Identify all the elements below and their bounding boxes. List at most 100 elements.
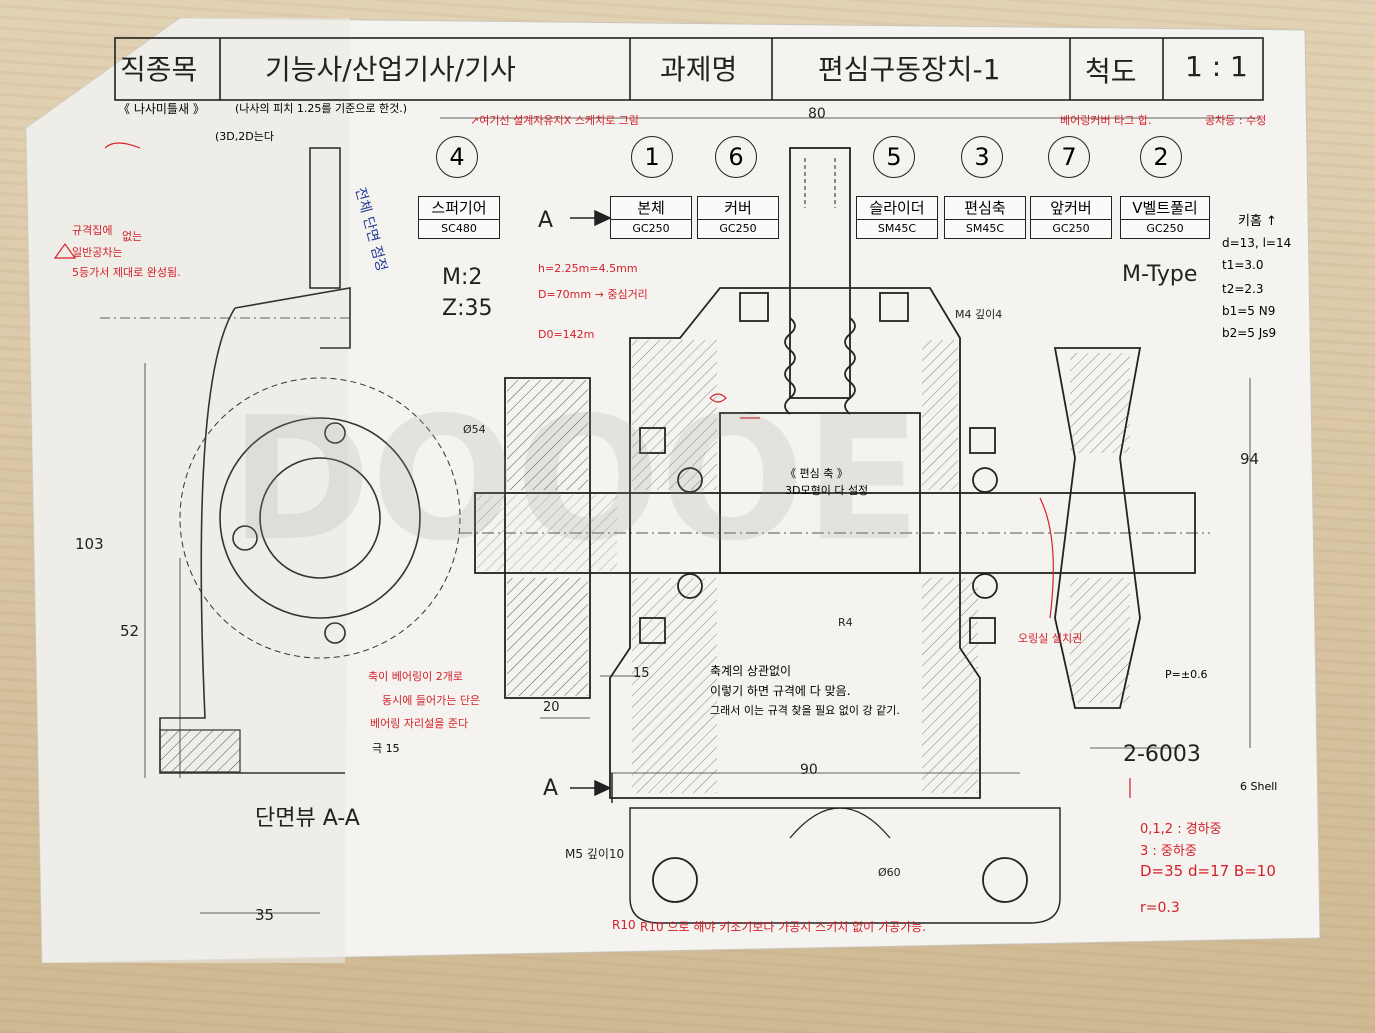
note-bottom-left-4: 극 15 xyxy=(372,742,400,755)
note-center-2: 3D모형이 다 설정 xyxy=(785,484,869,497)
part-name-4: 스퍼기어 xyxy=(418,196,500,220)
part-name-7: 앞커버 xyxy=(1030,196,1112,220)
note-6shell: 6 Shell xyxy=(1240,780,1278,793)
note-bearing-2: 3 : 중하중 xyxy=(1140,844,1197,859)
part-balloon-4: 4 xyxy=(436,136,478,178)
part-balloon-7: 7 xyxy=(1048,136,1090,178)
title-field-value: 기능사/산업기사/기사 xyxy=(265,53,516,86)
note-bottom-left-2: 동시에 들어가는 단은 xyxy=(382,694,481,707)
note-gear-3: D0=142m xyxy=(538,328,595,341)
section-view-label: 단면뷰 A-A xyxy=(255,806,360,831)
note-bottom-left-3: 베어링 자리설을 준다 xyxy=(370,717,469,730)
note-right-key-5: b1=5 N9 xyxy=(1222,304,1276,318)
note-nut-rule: (나사의 피치 1.25를 기준으로 한것.) xyxy=(235,102,407,115)
part-balloon-2: 2 xyxy=(1140,136,1182,178)
red-markup-lines xyxy=(53,142,1131,798)
dim-r-4: R4 xyxy=(838,616,853,629)
part-mat-7: GC250 xyxy=(1030,220,1112,239)
pulley-type: M-Type xyxy=(1122,262,1198,287)
note-o-ring: 오링실 설치권 xyxy=(1018,632,1083,645)
note-right-key-6: b2=5 Js9 xyxy=(1222,326,1277,340)
body-hatch-right xyxy=(922,340,958,490)
drawing-sheet: DOOOE xyxy=(25,18,1321,964)
note-nut: 《 나사미틀새 》 xyxy=(118,102,205,116)
dim-d-54: Ø54 xyxy=(463,423,486,436)
part-mat-1: GC250 xyxy=(610,220,692,239)
title-block-frame xyxy=(114,37,1264,101)
dimension-lines xyxy=(144,117,1260,914)
note-right-red: 공차등 : 수정 xyxy=(1205,114,1267,127)
note-center-3: 축계의 상관없이 xyxy=(710,664,792,678)
note-bearing-4: r=0.3 xyxy=(1140,900,1180,916)
note-3d: (3D,2D는다 xyxy=(215,130,274,143)
main-section-view xyxy=(460,147,1210,924)
dim-w-20: 20 xyxy=(543,700,560,715)
bearing-label: 2-6003 xyxy=(1123,742,1201,767)
part-name-3: 편심축 xyxy=(944,196,1026,220)
body-hatch-left xyxy=(632,340,717,490)
part-balloon-3: 3 xyxy=(961,136,1003,178)
project-label: 과제명 xyxy=(660,53,738,86)
note-bearing-1: 0,1,2 : 경하중 xyxy=(1140,822,1222,837)
dim-w-15: 15 xyxy=(633,666,650,681)
dim-m5: M5 깊이10 xyxy=(565,847,625,861)
dim-width-35: 35 xyxy=(255,906,275,924)
note-left-3: 일반공차는 xyxy=(72,246,123,259)
body-hatch-bottom-right xyxy=(922,578,978,793)
section-mark-a-top: A xyxy=(538,208,554,233)
note-right-key-4: t2=2.3 xyxy=(1222,282,1264,296)
side-view-drawing xyxy=(100,147,461,774)
gear-hatch-top xyxy=(507,380,588,490)
scale-value: 1 : 1 xyxy=(1185,50,1248,83)
note-center-1: 《 편심 축 》 xyxy=(785,467,848,480)
part-balloon-1: 1 xyxy=(631,136,673,178)
part-balloon-5: 5 xyxy=(873,136,915,178)
note-bearing-3: D=35 d=17 B=10 xyxy=(1140,862,1276,880)
section-mark-a-bottom: A xyxy=(543,776,559,801)
part-mat-6: GC250 xyxy=(697,220,779,239)
title-field-label: 직종목 xyxy=(120,53,198,86)
gear-teeth: Z:35 xyxy=(442,296,493,321)
note-left-1: 규격집에 xyxy=(72,224,113,237)
side-view-base-hatch xyxy=(159,729,241,773)
part-balloon-6: 6 xyxy=(715,136,757,178)
scale-label: 척도 xyxy=(1085,55,1137,88)
paper-under-sheet xyxy=(26,18,350,963)
shaft-hatch xyxy=(477,495,617,571)
note-p-val: P=±0.6 xyxy=(1165,668,1208,681)
note-right-key-2: d=13, l=14 xyxy=(1222,236,1292,250)
body-hatch-bottom-left xyxy=(632,578,717,793)
note-bottom-left-1: 축이 베어링이 2개로 xyxy=(368,670,463,683)
note-center-5: 그래서 이는 규격 찾을 필요 없이 강 같기. xyxy=(710,704,900,717)
watermark: DOOOE xyxy=(230,381,921,579)
gear-module: M:2 xyxy=(442,265,483,290)
project-value: 편심구동장치-1 xyxy=(818,53,1001,86)
part-mat-5: SM45C xyxy=(856,220,938,239)
note-bottom-red: R10 으로 해야 키조기보다 가공시 스키치 없이 가공가능. xyxy=(640,920,926,934)
dim-bottom-width: 90 xyxy=(800,762,818,778)
dim-r-10: R10 xyxy=(612,918,636,932)
dim-h-94: 94 xyxy=(1240,450,1260,468)
note-gear-2: D=70mm → 중심거리 xyxy=(538,288,648,301)
part-name-2: V벨트풀리 xyxy=(1120,196,1210,220)
dim-height-103: 103 xyxy=(75,535,104,553)
note-center-4: 이렇기 하면 규격에 다 맞음. xyxy=(710,684,851,698)
part-name-6: 커버 xyxy=(697,196,779,220)
note-left-4: 5등가서 제대로 완성됨. xyxy=(72,266,181,279)
dim-d-60: Ø60 xyxy=(878,866,901,879)
part-mat-2: GC250 xyxy=(1120,220,1210,239)
part-name-1: 본체 xyxy=(610,196,692,220)
dim-height-52: 52 xyxy=(120,622,140,640)
pulley-hatch-top xyxy=(1070,353,1130,453)
part-name-5: 슬라이더 xyxy=(856,196,938,220)
dim-top-width: 80 xyxy=(808,106,826,122)
dim-m4: M4 깊이4 xyxy=(955,308,1003,321)
note-right-top: 베어링커버 타그 합. xyxy=(1060,114,1152,127)
note-gear-1: h=2.25m=4.5mm xyxy=(538,262,638,275)
note-right-key-3: t1=3.0 xyxy=(1222,258,1264,272)
note-top-red: ↗여기선 설계자유지X 스케치로 그림 xyxy=(470,114,639,127)
gear-hatch-bottom xyxy=(507,578,588,696)
note-right-key-1: 키홈 ↑ xyxy=(1238,214,1277,229)
pulley-hatch-bottom xyxy=(1070,578,1130,703)
part-mat-3: SM45C xyxy=(944,220,1026,239)
